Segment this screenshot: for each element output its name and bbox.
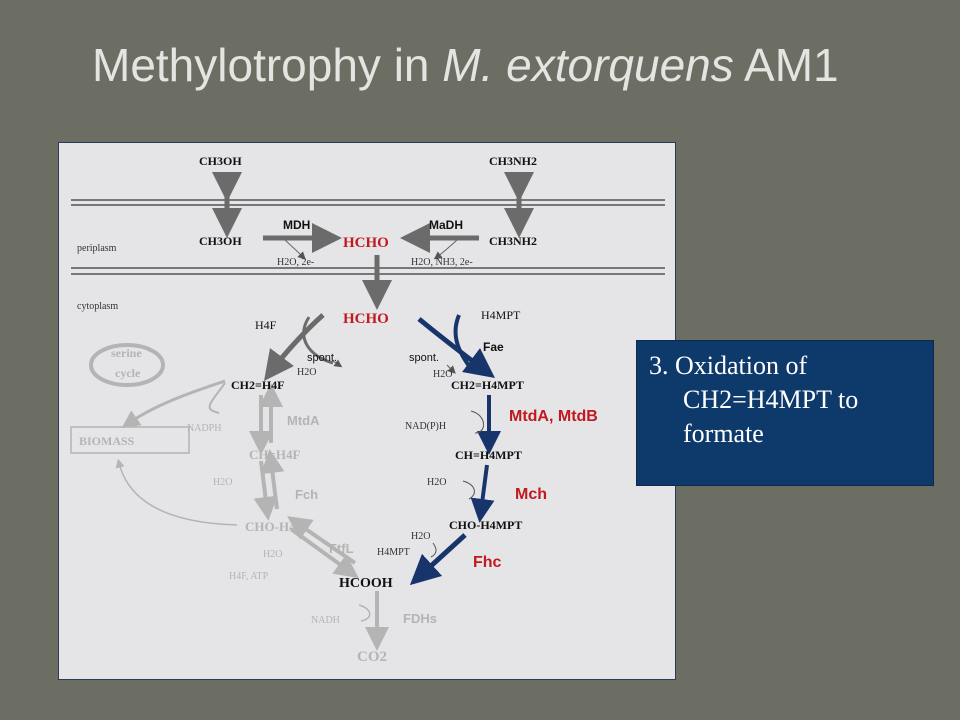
fhc-label: Fhc	[473, 554, 502, 571]
h4mpt-label: H4MPT	[481, 308, 521, 322]
ftfl-reverse-arrow	[287, 516, 357, 565]
hcooh-compound: HCOOH	[339, 576, 393, 591]
fch-forward-arrow	[253, 460, 278, 521]
cho-h4mpt-compound: CHO-H4MPT	[449, 518, 522, 532]
peri-left-compound: CH3OH	[199, 234, 242, 248]
h4f-curve	[302, 316, 334, 365]
biomass-box	[70, 426, 190, 454]
cycle-label: cycle	[115, 366, 141, 380]
h4f-condensation-arrow	[263, 313, 325, 381]
serine-curve	[208, 382, 226, 414]
h2o-fch-label: H2O	[213, 477, 232, 488]
formyl-to-biomass-arrow	[115, 458, 238, 526]
spont-left-label: spont.	[307, 352, 337, 364]
spont-right-tick	[446, 364, 456, 374]
madh-side-arrow	[433, 239, 458, 260]
fch-label: Fch	[295, 487, 318, 502]
pathway-diagram: CH3OH CH3NH2 MDH MaDH CH3OH CH3NH2 HCHO …	[58, 142, 676, 680]
h4mpt-small-label: H4MPT	[377, 547, 410, 558]
mtda-label: MtdA	[287, 413, 320, 428]
nadph-right-label: NAD(P)H	[405, 421, 446, 432]
mtda-mtdb-label: MtdA, MtdB	[509, 408, 598, 425]
ch-h4f-compound: CH=H4F	[249, 447, 301, 462]
nadh-label: NADH	[311, 615, 340, 626]
ch2-h4f-compound: CH2=H4F	[231, 378, 285, 392]
mch-arrow	[470, 464, 495, 523]
h2o-fhc-label: H2O	[411, 531, 430, 542]
ch2-h4mpt-compound: CH2=H4MPT	[451, 378, 524, 392]
fhc-arrow	[409, 533, 467, 586]
fch-reverse-arrow	[260, 449, 285, 510]
fdhs-label: FDHs	[403, 611, 437, 626]
h2o-mch-label: H2O	[427, 477, 446, 488]
madh-label: MaDH	[429, 218, 463, 232]
callout-line-3: formate	[683, 419, 764, 448]
nadh-curve	[358, 604, 371, 622]
serine-to-biomass-arrow	[121, 379, 226, 429]
periplasm-label: periplasm	[77, 243, 117, 254]
cho-h4f-compound: CHO-H4F	[245, 519, 304, 534]
spont-left-tick	[332, 359, 343, 368]
fae-arrow	[417, 317, 495, 379]
fae-label: Fae	[483, 340, 504, 354]
nadph-right-curve	[470, 410, 484, 434]
h2o-mch-curve	[462, 480, 475, 500]
h2o-ftfl-label: H2O	[263, 549, 282, 560]
h2o-2e-label: H2O, 2e-	[277, 257, 314, 268]
top-left-compound: CH3OH	[199, 154, 242, 168]
h2o-spont-left: H2O	[297, 367, 316, 378]
cytoplasm-label: cytoplasm	[77, 301, 118, 312]
mdh-side-arrow	[284, 239, 306, 260]
nadph-label: NADPH	[187, 423, 221, 434]
callout-line-1: 3. Oxidation of	[649, 351, 808, 380]
serine-cycle-loop	[89, 343, 165, 387]
hcho-periplasm: HCHO	[343, 235, 389, 251]
h2o-nh3-label: H2O, NH3, 2e-	[411, 257, 473, 268]
pathway-svg: CH3OH CH3NH2 MDH MaDH CH3OH CH3NH2 HCHO …	[70, 154, 665, 665]
top-right-compound: CH3NH2	[489, 154, 537, 168]
mdh-label: MDH	[283, 218, 310, 232]
spont-right-label: spont.	[409, 352, 439, 364]
ftfl-label: FtfL	[329, 541, 354, 556]
callout-line-2: CH2=H4MPT to	[683, 385, 859, 414]
co2-compound: CO2	[357, 649, 387, 665]
ch-h4mpt-compound: CH=H4MPT	[455, 448, 522, 462]
h4f-label: H4F	[255, 318, 277, 332]
hcho-cytoplasm: HCHO	[343, 311, 389, 327]
peri-right-compound: CH3NH2	[489, 234, 537, 248]
callout-box: 3. Oxidation of CH2=H4MPT to formate	[636, 340, 934, 486]
biomass-label: BIOMASS	[79, 434, 135, 448]
slide-title: Methylotrophy in M. extorquens AM1	[92, 39, 839, 91]
h4f-atp-label: H4F, ATP	[229, 571, 269, 582]
serine-label: serine	[111, 346, 142, 360]
h2o-spont-right: H2O	[433, 369, 452, 380]
mch-label: Mch	[515, 486, 547, 503]
h4mpt-curve	[453, 314, 473, 371]
h2o-fhc-curve	[430, 542, 437, 558]
